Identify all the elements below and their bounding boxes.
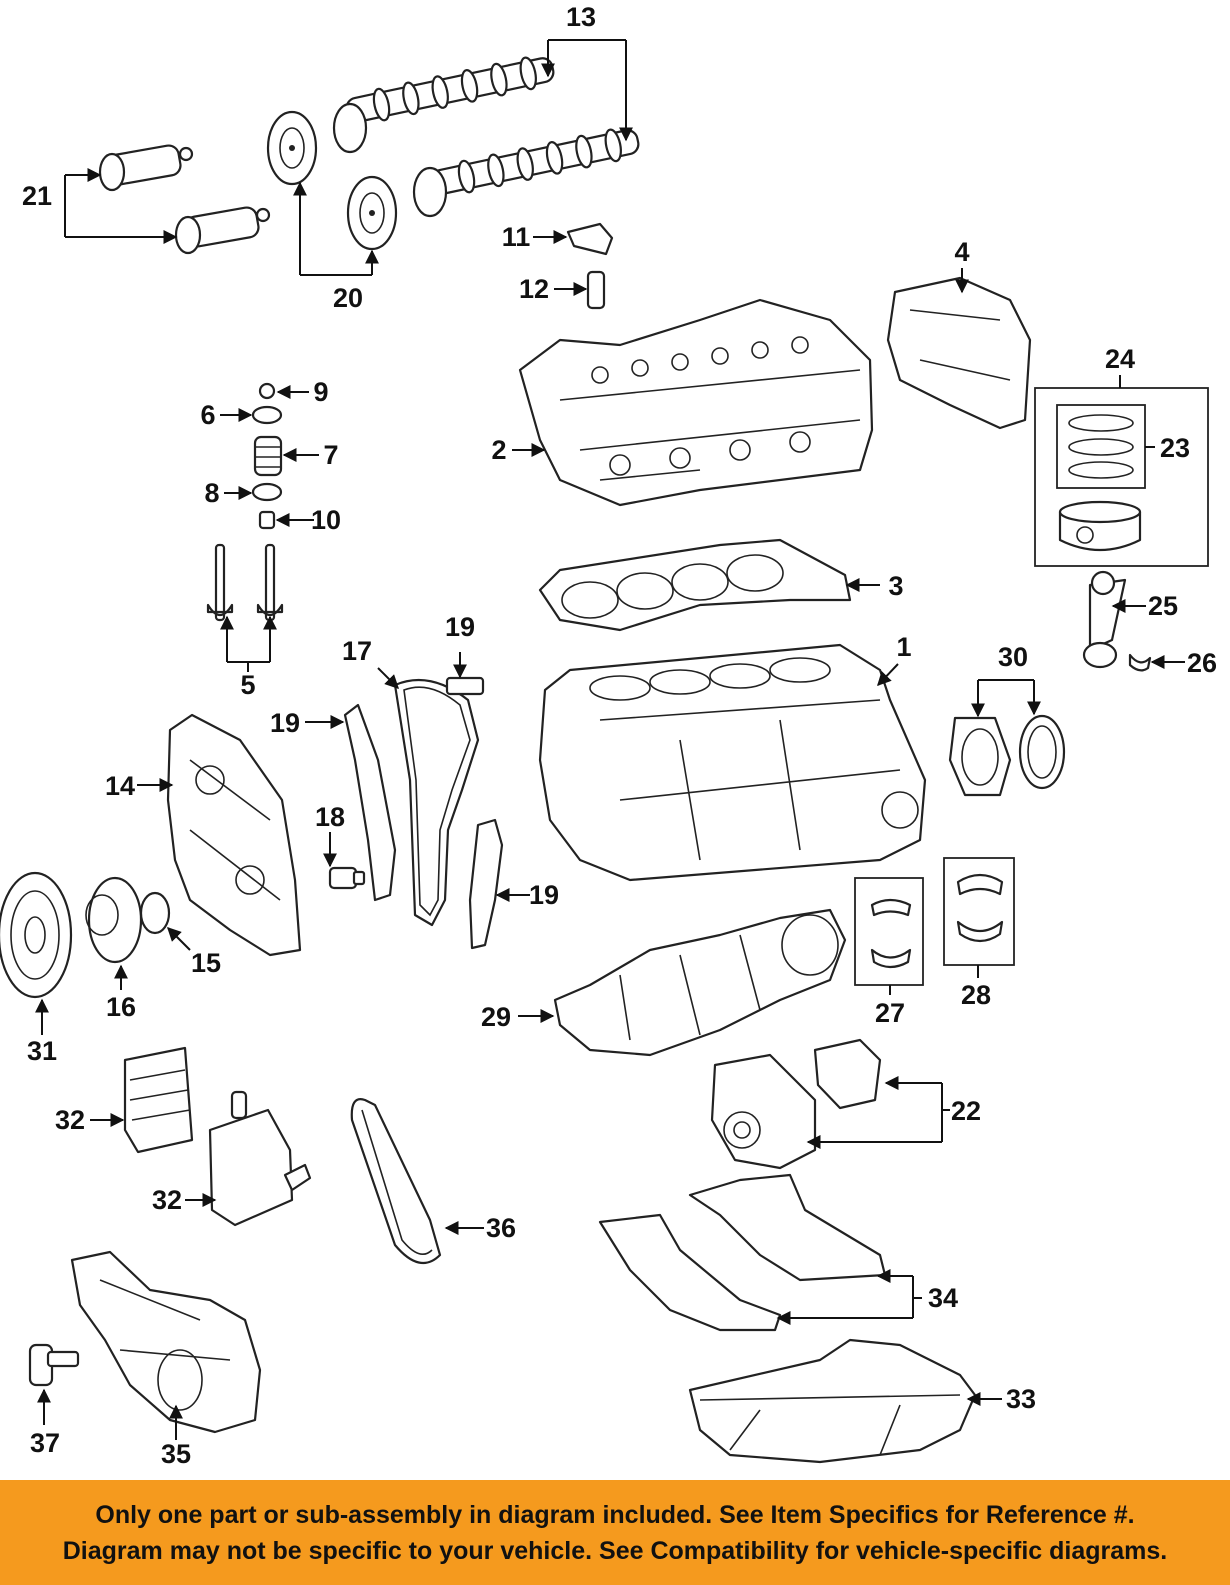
label-24: 24 <box>1105 344 1135 374</box>
timing-cover <box>166 713 302 957</box>
front-seal <box>139 891 171 935</box>
camshaft-upper <box>332 56 555 154</box>
rod-bearing <box>1128 653 1152 672</box>
valve-intake <box>206 543 234 622</box>
label-19-pad: 19 <box>445 612 475 642</box>
label-17: 17 <box>342 636 372 666</box>
oil-pickup-housing <box>813 1038 882 1110</box>
label-19-tensioner-rail: 19 <box>270 708 300 738</box>
disclaimer-line-1: Only one part or sub-assembly in diagram… <box>95 1500 1135 1529</box>
piston-ring-box <box>1056 404 1146 489</box>
oil-cooler-upper <box>123 1046 194 1154</box>
label-32-upper: 32 <box>55 1105 85 1135</box>
label-25: 25 <box>1148 591 1178 621</box>
piston <box>1058 500 1142 552</box>
connecting-rod <box>1082 570 1127 669</box>
label-18: 18 <box>315 802 345 832</box>
label-12: 12 <box>519 274 549 304</box>
label-14: 14 <box>105 771 135 801</box>
crankshaft-sprocket <box>85 876 143 964</box>
valve-lock <box>258 382 276 400</box>
valve-retainer <box>251 405 283 425</box>
oil-deflector-upper <box>688 1173 887 1282</box>
crankshaft-pulley <box>0 871 73 999</box>
label-4: 4 <box>954 237 969 267</box>
label-7: 7 <box>323 440 338 470</box>
control-valve-upper <box>98 144 194 192</box>
drive-belt <box>350 1098 442 1265</box>
cylinder-head <box>518 298 874 507</box>
cam-adjuster-upper <box>266 110 318 186</box>
label-22: 22 <box>951 1096 981 1126</box>
oil-pump-balance-shaft <box>710 1053 817 1170</box>
label-29: 29 <box>481 1002 511 1032</box>
piston-kit-box <box>1034 387 1209 567</box>
label-2: 2 <box>491 435 506 465</box>
camshaft-lower <box>412 128 640 218</box>
label-35: 35 <box>161 1439 191 1469</box>
valve-spring <box>253 435 283 477</box>
valve-exhaust <box>256 543 284 622</box>
label-13: 13 <box>566 2 596 32</box>
oil-cooler-lower <box>208 1090 312 1227</box>
part-labels: 13 21 20 11 12 4 24 23 2 9 6 7 8 10 5 3 … <box>22 2 1217 1469</box>
chain-guide-pad <box>445 676 485 696</box>
tensioner-rail <box>343 703 397 902</box>
label-15: 15 <box>191 948 221 978</box>
label-8: 8 <box>204 478 219 508</box>
crankshaft <box>553 908 847 1057</box>
head-gasket <box>538 538 852 632</box>
label-11: 11 <box>502 222 531 252</box>
label-10: 10 <box>311 505 341 535</box>
rear-seal-housing <box>948 716 1012 797</box>
label-33: 33 <box>1006 1384 1036 1414</box>
rocker-arm <box>566 222 614 256</box>
engine-parts-diagram: 13 21 20 11 12 4 24 23 2 9 6 7 8 10 5 3 … <box>0 2 1217 1469</box>
chain-tensioner <box>328 866 366 890</box>
spring-seat <box>251 482 283 502</box>
label-9: 9 <box>313 377 328 407</box>
label-1: 1 <box>896 632 911 662</box>
lash-adjuster <box>586 270 606 310</box>
label-23: 23 <box>1160 433 1190 463</box>
label-16: 16 <box>106 992 136 1022</box>
label-28: 28 <box>961 980 991 1010</box>
disclaimer-banner: Only one part or sub-assembly in diagram… <box>0 1480 1230 1585</box>
label-36: 36 <box>486 1213 516 1243</box>
rear-main-seal <box>1018 714 1066 790</box>
chain-guide-rail <box>468 818 504 950</box>
label-27: 27 <box>875 998 905 1028</box>
label-5: 5 <box>240 670 255 700</box>
label-6: 6 <box>200 400 215 430</box>
label-20: 20 <box>333 283 363 313</box>
oil-pan <box>688 1338 977 1464</box>
label-21: 21 <box>22 181 52 211</box>
leader-lines <box>35 39 1185 1440</box>
label-32-lower: 32 <box>152 1185 182 1215</box>
disclaimer-line-2: Diagram may not be specific to your vehi… <box>62 1536 1168 1565</box>
valve-seal <box>258 510 276 530</box>
rear-cover <box>886 276 1032 430</box>
label-30: 30 <box>998 642 1028 672</box>
label-34: 34 <box>928 1283 958 1313</box>
main-bearing-box <box>854 877 924 986</box>
control-valve-lower <box>174 206 271 255</box>
label-31: 31 <box>27 1036 57 1066</box>
label-3: 3 <box>888 571 903 601</box>
oil-pump <box>70 1250 262 1434</box>
label-26: 26 <box>1187 648 1217 678</box>
piston-rings <box>1068 414 1134 479</box>
cam-adjuster-lower <box>346 175 398 251</box>
label-37: 37 <box>30 1428 60 1458</box>
label-19-guide-rail: 19 <box>529 880 559 910</box>
engine-block <box>538 643 927 882</box>
oil-control-solenoid <box>28 1343 80 1387</box>
